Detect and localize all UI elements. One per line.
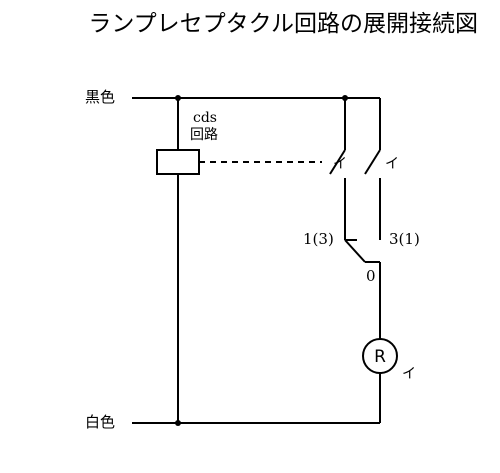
contact-right-blade <box>364 149 381 175</box>
label-terminal-0: 0 <box>366 267 376 285</box>
label-lamp-mark: イ <box>402 366 416 382</box>
contact-left-blade <box>329 149 346 175</box>
label-black-wire: 黒色 <box>85 88 116 106</box>
junction-dot-bottom-left <box>175 420 181 426</box>
label-switch-mark-right: イ <box>385 156 399 172</box>
label-cds: cds <box>193 110 217 126</box>
label-switch-mark-left: イ <box>333 156 347 172</box>
diagram-title: ランプレセプタクル回路の展開接続図 <box>88 11 478 37</box>
junction-dot-top-left <box>175 95 181 101</box>
label-white-wire: 白色 <box>85 413 116 431</box>
lamp-letter: R <box>374 347 386 367</box>
label-terminal-3-1: 3(1) <box>389 230 420 248</box>
changeover-switch-blade <box>344 239 366 263</box>
label-terminal-1-3: 1(3) <box>303 230 334 248</box>
cds-relay-coil <box>156 149 200 175</box>
label-cds-circuit: 回路 <box>190 127 218 143</box>
